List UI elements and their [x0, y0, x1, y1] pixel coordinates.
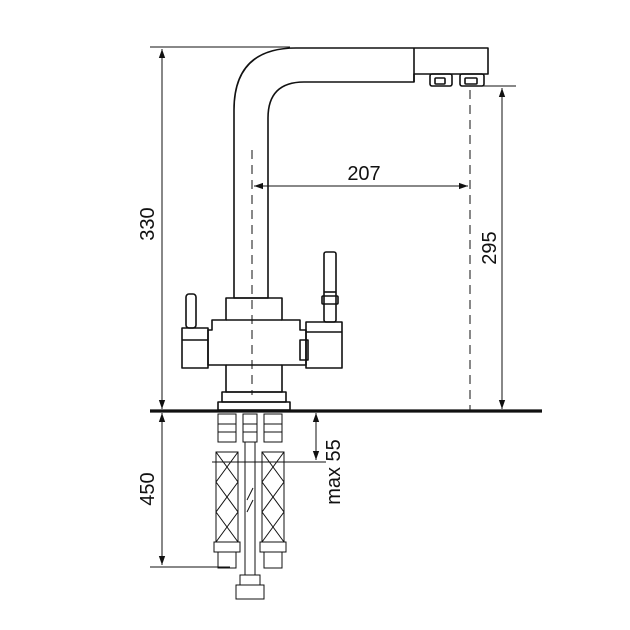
mixer-body — [207, 297, 307, 393]
base-plate — [221, 391, 287, 403]
spout-outline — [233, 47, 489, 299]
right-handle-lever — [323, 251, 337, 323]
max-thickness-label: max 55 — [323, 439, 345, 505]
dimension-hose-length: 450 — [137, 413, 230, 568]
aerator-left — [429, 73, 453, 87]
supply-hoses — [212, 413, 290, 600]
faucet-body — [181, 47, 489, 411]
reach-label: 207 — [347, 163, 380, 185]
dimension-spout-height: 295 — [466, 85, 516, 410]
left-handle-lever — [185, 293, 197, 329]
spout-height-label: 295 — [479, 231, 501, 264]
hose-length-label: 450 — [137, 472, 159, 505]
dimension-max-thickness: max 55 — [290, 413, 345, 505]
dimension-total-height: 330 — [137, 46, 290, 409]
dimension-reach: 207 — [254, 163, 468, 190]
total-height-label: 330 — [137, 207, 159, 240]
